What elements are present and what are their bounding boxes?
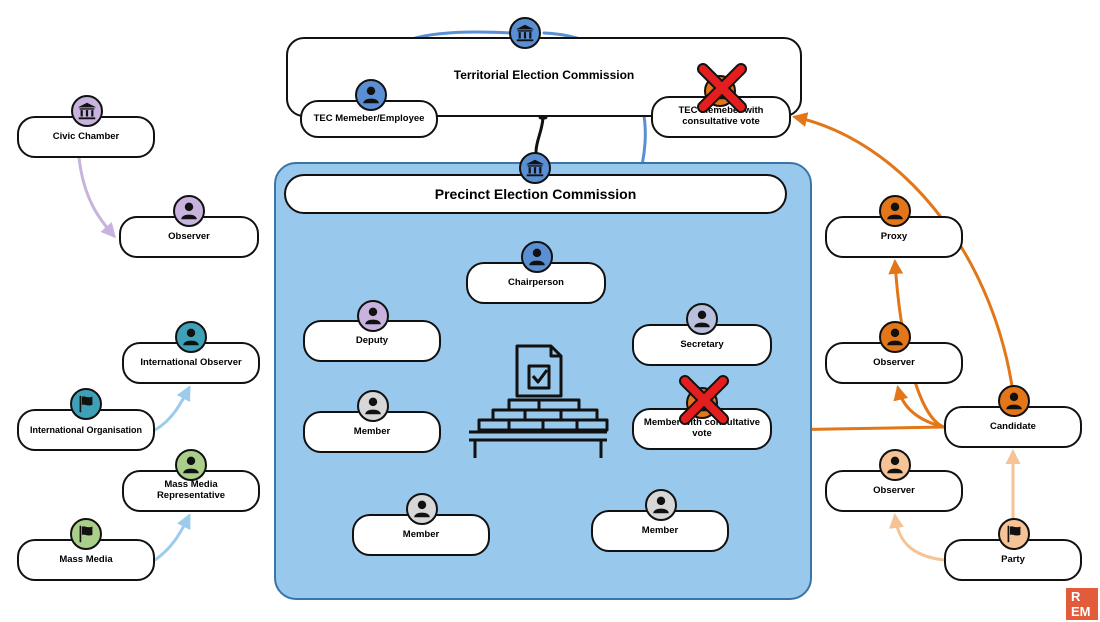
member-left-person-icon bbox=[357, 390, 389, 422]
member-bottom-left-person-icon bbox=[406, 493, 438, 525]
logo-line-1: R bbox=[1071, 589, 1081, 604]
member-bottom-right-person-icon bbox=[645, 489, 677, 521]
observer-left-person-icon bbox=[173, 195, 205, 227]
tec-pec-connector bbox=[534, 114, 545, 154]
observer-right-person-icon bbox=[879, 321, 911, 353]
mass-media-rep-person-icon bbox=[175, 449, 207, 481]
member-consultative-cross-icon bbox=[679, 375, 729, 425]
mass-media-flag-icon bbox=[70, 518, 102, 550]
intl-org-to-observer-arrow bbox=[153, 385, 191, 432]
chairperson-person-icon bbox=[521, 241, 553, 273]
candidate-to-observer-arrow bbox=[893, 385, 946, 429]
pec-institution-icon bbox=[519, 152, 551, 184]
candidate-person-icon bbox=[998, 385, 1030, 417]
pec-title: Precinct Election Commission bbox=[284, 174, 787, 214]
civic-to-observer-arrow bbox=[77, 156, 116, 239]
tec-title: Territorial Election Commission bbox=[453, 68, 635, 82]
logo-line-2: EM bbox=[1071, 604, 1091, 619]
candidate-to-tec-arrow bbox=[792, 112, 1014, 388]
tec-institution-icon bbox=[509, 17, 541, 49]
observer-party-node: Observer bbox=[825, 470, 963, 512]
deputy-person-icon bbox=[357, 300, 389, 332]
rem-logo: R EM bbox=[1066, 588, 1098, 620]
party-flag-icon bbox=[998, 518, 1030, 550]
proxy-person-icon bbox=[879, 195, 911, 227]
intl-observer-person-icon bbox=[175, 321, 207, 353]
civic-chamber-institution-icon bbox=[71, 95, 103, 127]
ballot-box-icon bbox=[469, 344, 609, 458]
observer-party-person-icon bbox=[879, 449, 911, 481]
tec-member-person-icon bbox=[355, 79, 387, 111]
tec-consultative-cross-icon bbox=[697, 63, 747, 113]
tec-member-node: TEC Memeber/Employee bbox=[300, 100, 438, 138]
intl-organisation-flag-icon bbox=[70, 388, 102, 420]
party-to-observer-arrow bbox=[889, 513, 946, 562]
mass-media-to-rep-arrow bbox=[153, 513, 191, 562]
secretary-person-icon bbox=[686, 303, 718, 335]
